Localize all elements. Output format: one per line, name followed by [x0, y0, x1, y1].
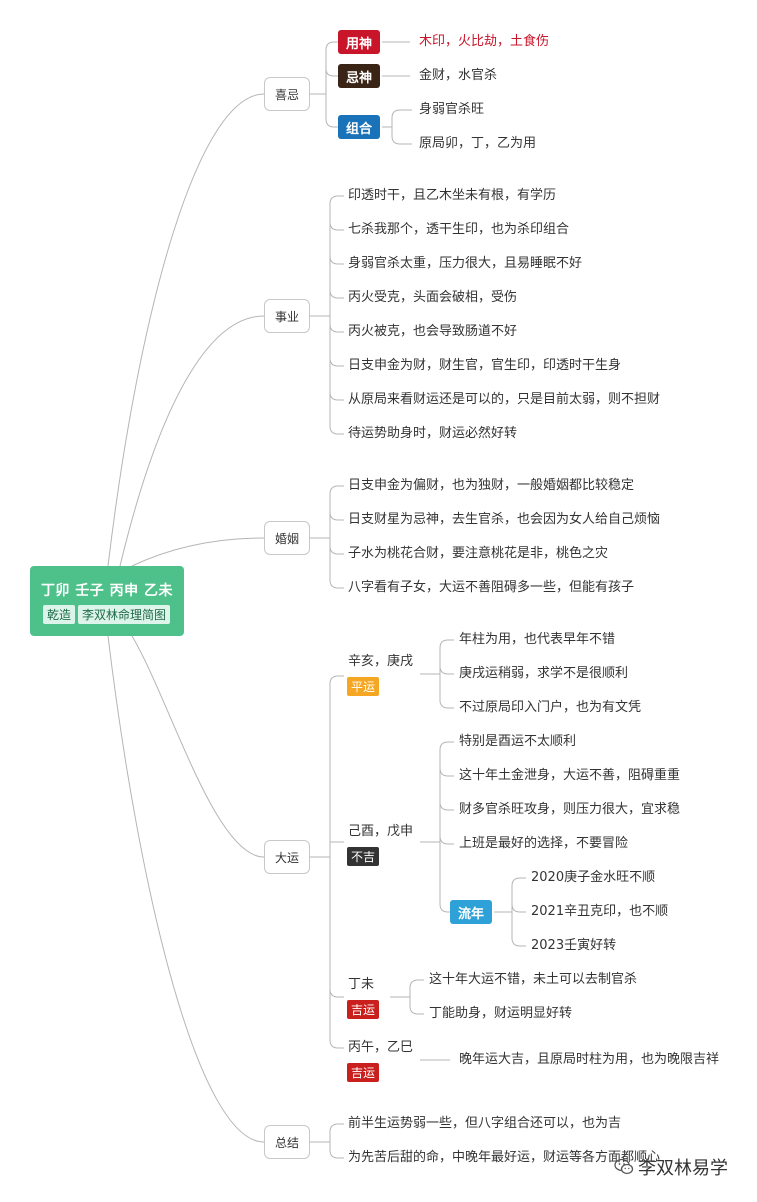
shiye-item: 七杀我那个，透干生印，也为杀印组合 — [348, 222, 570, 237]
jiyun-badge: 吉运 — [347, 1063, 380, 1082]
dayun-item: 丁能助身，财运明显好转 — [429, 1006, 573, 1021]
shiye-item: 印透时干，且乙木坐未有根，有学历 — [348, 188, 557, 203]
liunian-tag[interactable]: 流年 — [450, 900, 493, 924]
shiye-item: 日支申金为财，财生官，官生印，印透时干生身 — [348, 358, 622, 373]
dayun-item: 年柱为用，也代表早年不错 — [459, 632, 616, 647]
dayun-item: 这十年土金泄身，大运不善，阻碍重重 — [459, 768, 681, 783]
branch-shiye[interactable]: 事业 — [264, 299, 310, 333]
dayun-item: 不过原局印入门户，也为有文凭 — [459, 700, 642, 715]
branch-zongjie[interactable]: 总结 — [264, 1125, 310, 1159]
dayun-item: 特别是酉运不太顺利 — [459, 734, 577, 749]
dayun-period-label: 丁未 — [348, 977, 375, 992]
root-tag-title: 李双林命理简图 — [78, 605, 171, 624]
root-node[interactable]: 丁卯 壬子 丙申 乙未 乾造 李双林命理简图 — [30, 566, 184, 636]
shiye-item: 从原局来看财运还是可以的，只是目前太弱，则不担财 — [348, 392, 661, 407]
liunian-item: 2020庚子金水旺不顺 — [531, 870, 656, 885]
dayun-period-label: 丙午，乙巳 — [348, 1040, 414, 1055]
hunyin-item: 日支财星为忌神，去生官杀，也会因为女人给自己烦恼 — [348, 512, 661, 527]
dayun-period-label: 己酉，戊申 — [348, 824, 414, 839]
watermark: 李双林易学 — [614, 1154, 728, 1180]
branch-xiji[interactable]: 喜忌 — [264, 77, 310, 111]
dayun-item: 晚年运大吉，且原局时柱为用，也为晚限吉祥 — [459, 1052, 720, 1067]
liunian-item: 2021辛丑克印，也不顺 — [531, 904, 669, 919]
zuhe-item: 身弱官杀旺 — [419, 102, 485, 117]
hunyin-item: 子水为桃花合财，要注意桃花是非，桃色之灾 — [348, 546, 609, 561]
dayun-item: 财多官杀旺攻身，则压力很大，宜求稳 — [459, 802, 681, 817]
shiye-item: 丙火受克，头面会破相，受伤 — [348, 290, 518, 305]
shiye-item: 身弱官杀太重，压力很大，且易睡眠不好 — [348, 256, 583, 271]
hunyin-item: 日支申金为偏财，也为独财，一般婚姻都比较稳定 — [348, 478, 635, 493]
jiyun-badge: 吉运 — [347, 1000, 380, 1019]
hunyin-item: 八字看有子女，大运不善阻碍多一些，但能有孩子 — [348, 580, 635, 595]
yongshen-tag[interactable]: 用神 — [338, 30, 381, 54]
zongjie-item: 前半生运势弱一些，但八字组合还可以，也为吉 — [348, 1116, 622, 1131]
root-tag-qianzao: 乾造 — [43, 605, 76, 624]
shiye-item: 待运势助身时，财运必然好转 — [348, 426, 518, 441]
jishen-text: 金财，水官杀 — [419, 68, 498, 83]
dayun-item: 上班是最好的选择，不要冒险 — [459, 836, 629, 851]
wechat-icon — [614, 1158, 634, 1176]
dayun-item: 这十年大运不错，未土可以去制官杀 — [429, 972, 638, 987]
jishen-tag[interactable]: 忌神 — [338, 64, 381, 88]
root-title: 丁卯 壬子 丙申 乙未 — [40, 583, 174, 599]
zongjie-item: 为先苦后甜的命，中晚年最好运，财运等各方面都顺心 — [348, 1150, 661, 1165]
pingyun-badge: 平运 — [347, 677, 380, 696]
shiye-item: 丙火被克，也会导致肠道不好 — [348, 324, 518, 339]
buji-badge: 不吉 — [347, 847, 380, 866]
watermark-text: 李双林易学 — [638, 1158, 728, 1179]
yongshen-text: 木印，火比劫，土食伤 — [419, 34, 550, 49]
branch-hunyin[interactable]: 婚姻 — [264, 521, 310, 555]
zuhe-item: 原局卯，丁，乙为用 — [419, 136, 537, 151]
branch-dayun[interactable]: 大运 — [264, 840, 310, 874]
zuhe-tag[interactable]: 组合 — [338, 115, 381, 139]
liunian-item: 2023壬寅好转 — [531, 938, 617, 953]
dayun-item: 庚戌运稍弱，求学不是很顺利 — [459, 666, 629, 681]
dayun-period-label: 辛亥，庚戌 — [348, 654, 414, 669]
